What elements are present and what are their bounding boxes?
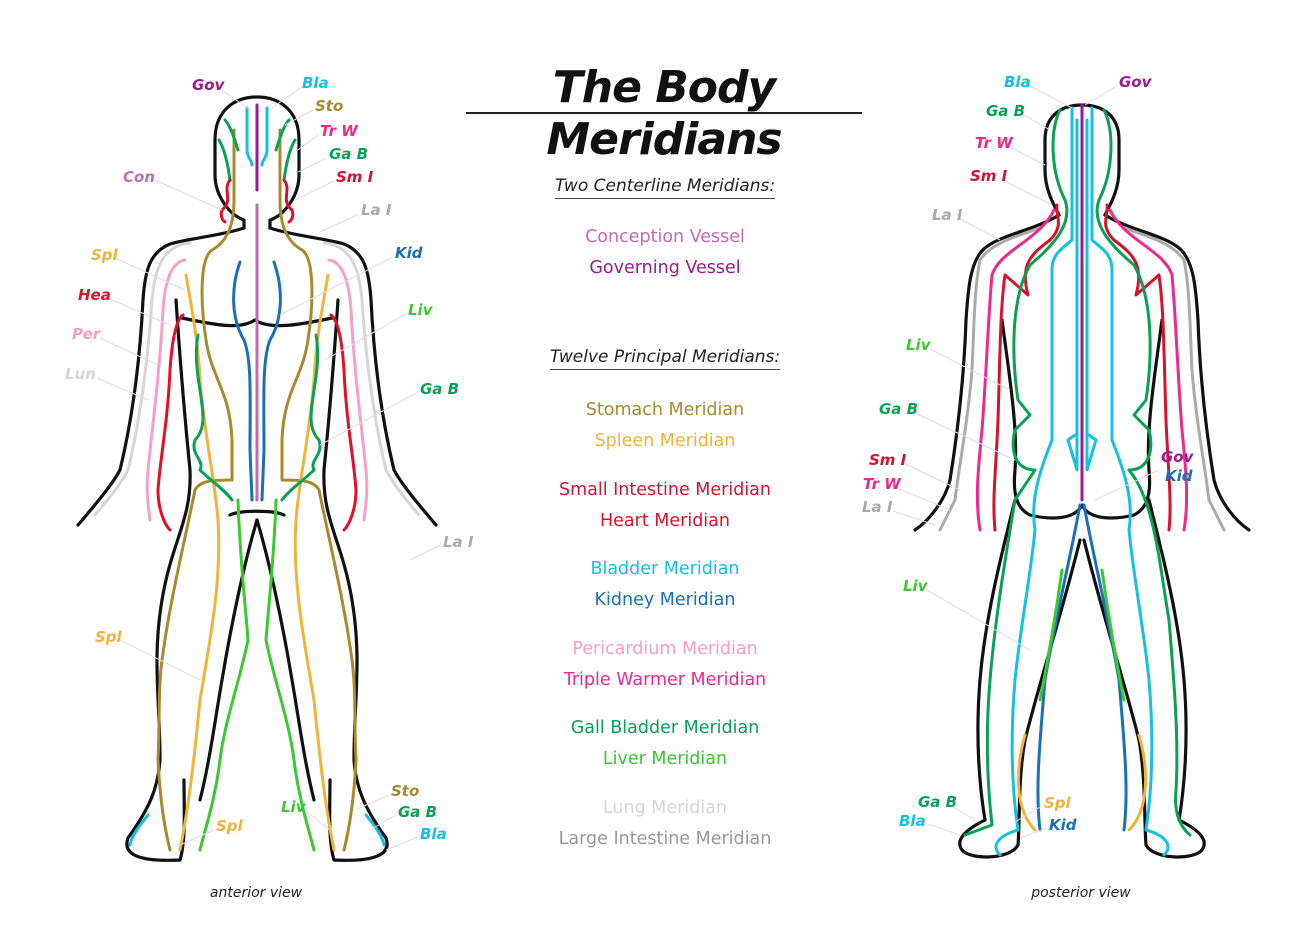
label-lai: La I	[443, 533, 474, 551]
label-kid: Kid	[1165, 467, 1193, 485]
label-spl: Spl	[1044, 794, 1071, 812]
legend-heart: Heart Meridian	[600, 511, 730, 531]
label-trw: Tr W	[320, 122, 358, 140]
label-smi: Sm I	[970, 167, 1008, 185]
label-con: Con	[123, 168, 155, 186]
label-bla: Bla	[420, 825, 447, 843]
label-gab: Ga B	[329, 145, 369, 163]
label-sto: Sto	[315, 97, 344, 115]
legend-stomach: Stomach Meridian	[585, 400, 745, 420]
legend-bladder: Bladder Meridian	[590, 559, 740, 579]
label-lai: La I	[932, 206, 963, 224]
label-lai: La I	[862, 498, 893, 516]
legend-governing-vessel: Governing Vessel	[589, 258, 741, 278]
legend-conception-vessel: Conception Vessel	[585, 227, 745, 247]
label-kid: Kid	[1049, 816, 1077, 834]
title-underline	[466, 112, 862, 114]
label-sto: Sto	[391, 782, 420, 800]
label-smi: Sm I	[869, 451, 907, 469]
label-trw: Tr W	[863, 475, 901, 493]
label-bla: Bla	[899, 812, 926, 830]
legend-spleen: Spleen Meridian	[594, 431, 736, 451]
legend-kidney: Kidney Meridian	[594, 590, 736, 610]
legend-gall-bladder: Gall Bladder Meridian	[570, 718, 760, 738]
centerline-heading: Two Centerline Meridians:	[500, 176, 830, 199]
label-gab: Ga B	[398, 803, 438, 821]
legend-lung: Lung Meridian	[602, 798, 727, 818]
principal-heading: Twelve Principal Meridians:	[500, 347, 830, 370]
legend-pericardium: Pericardium Meridian	[572, 639, 758, 659]
label-gov: Gov	[1119, 73, 1152, 91]
label-gab: Ga B	[918, 793, 958, 811]
label-spl: Spl	[91, 246, 118, 264]
label-liv: Liv	[281, 798, 306, 816]
label-trw: Tr W	[975, 134, 1013, 152]
label-spl: Spl	[216, 817, 243, 835]
label-liv: Liv	[903, 577, 928, 595]
label-gab: Ga B	[420, 380, 460, 398]
label-kid: Kid	[395, 244, 423, 262]
label-gov: Gov	[192, 76, 225, 94]
label-bla: Bla	[302, 74, 329, 92]
label-lai: La I	[361, 201, 392, 219]
anterior-view-caption: anterior view	[209, 885, 303, 901]
legend-large-intestine: Large Intestine Meridian	[558, 829, 772, 849]
posterior-view-caption: posterior view	[1031, 885, 1131, 901]
label-gab: Ga B	[986, 102, 1026, 120]
label-spl: Spl	[95, 628, 122, 646]
label-hea: Hea	[78, 286, 111, 304]
label-liv: Liv	[906, 336, 931, 354]
label-per: Per	[72, 325, 101, 343]
label-gov: Gov	[1161, 448, 1194, 466]
label-lun: Lun	[65, 365, 96, 383]
label-smi: Sm I	[336, 168, 374, 186]
legend-triple-warmer: Triple Warmer Meridian	[563, 670, 767, 690]
label-gab: Ga B	[879, 400, 919, 418]
label-bla: Bla	[1004, 73, 1031, 91]
label-liv: Liv	[408, 301, 433, 319]
page-title: The Body Meridians	[546, 62, 782, 165]
legend-small-intestine: Small Intestine Meridian	[558, 480, 772, 500]
legend-liver: Liver Meridian	[602, 749, 728, 769]
